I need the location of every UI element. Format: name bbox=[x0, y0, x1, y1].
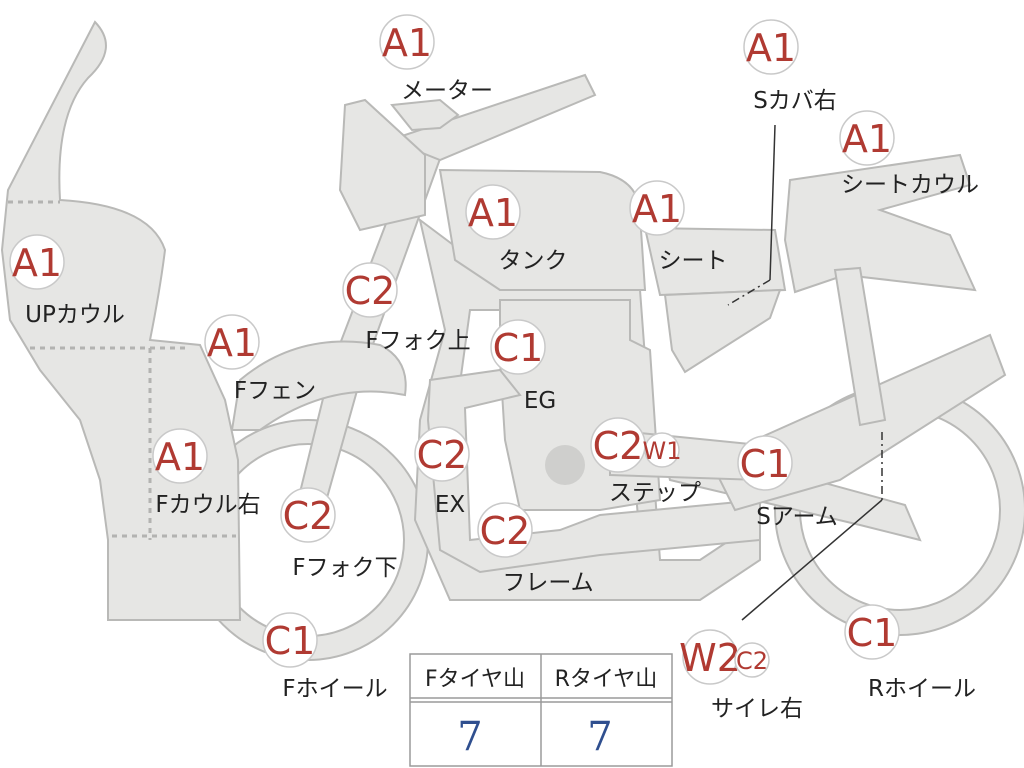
grade-badge-swing-arm: C1 bbox=[737, 435, 793, 491]
label-muffler-right: サイレ右 bbox=[711, 696, 803, 722]
front-fender-shape bbox=[230, 340, 407, 431]
tire-tread-table: Fタイヤ山 Rタイヤ山 7 7 bbox=[409, 653, 673, 767]
rear-strut-shape bbox=[833, 266, 887, 427]
grade-f-fork-lower: C2 bbox=[283, 494, 334, 538]
label-f-wheel: Fホイール bbox=[282, 676, 387, 702]
grade-s-cover-right: A1 bbox=[746, 26, 796, 70]
grade-engine: C1 bbox=[493, 326, 544, 370]
label-r-wheel: Rホイール bbox=[868, 676, 976, 702]
label-f-fork-upper: Fフォク上 bbox=[365, 328, 470, 354]
grade-f-fork-upper: C2 bbox=[345, 269, 396, 313]
grade-badge-f-wheel: C1 bbox=[262, 612, 318, 668]
grade-r-wheel: C1 bbox=[847, 611, 898, 655]
grade-step-secondary: W1 bbox=[643, 437, 682, 465]
grade-f-wheel: C1 bbox=[265, 619, 316, 663]
grade-seat-cowl: A1 bbox=[842, 117, 892, 161]
grade-f-cowl-right: A1 bbox=[155, 435, 205, 479]
grade-badge-s-cover-right: A1 bbox=[743, 19, 799, 75]
leader-lines bbox=[727, 124, 883, 621]
part-labels: UPカウル Fカウル右 Fフェン Fフォク上 Fフォク下 Fホイール メーター … bbox=[25, 78, 979, 722]
label-f-fender: Fフェン bbox=[234, 378, 316, 404]
label-frame: フレーム bbox=[502, 570, 593, 596]
label-exhaust: EX bbox=[435, 492, 466, 518]
grade-badge-seat-cowl: A1 bbox=[839, 110, 895, 166]
label-tank: タンク bbox=[499, 248, 568, 274]
exhaust-shape bbox=[426, 368, 761, 574]
grade-up-cowl: A1 bbox=[12, 241, 62, 285]
grade-step: C2 bbox=[593, 424, 644, 468]
label-swing-arm: Sアーム bbox=[756, 504, 838, 530]
label-f-fork-lower: Fフォク下 bbox=[292, 555, 397, 581]
label-seat-cowl: シートカウル bbox=[841, 172, 979, 198]
grade-badge-exhaust: C2 bbox=[414, 426, 470, 482]
label-step: ステップ bbox=[609, 480, 701, 506]
grade-badge-step: C2 W1 bbox=[590, 417, 682, 473]
headlight-shape bbox=[338, 98, 426, 232]
engine-cover bbox=[545, 445, 585, 485]
label-f-cowl-right: Fカウル右 bbox=[155, 492, 260, 518]
label-up-cowl: UPカウル bbox=[25, 302, 125, 328]
grade-exhaust: C2 bbox=[417, 433, 468, 477]
grade-badge-meter: A1 bbox=[379, 14, 435, 70]
grade-frame: C2 bbox=[480, 509, 531, 553]
grade-badges: A1 A1 A1 C2 C2 C1 A1 A1 bbox=[9, 14, 900, 685]
seat-shape bbox=[643, 226, 787, 297]
grade-badge-frame: C2 bbox=[477, 502, 533, 558]
label-engine: EG bbox=[524, 388, 556, 414]
grade-meter: A1 bbox=[382, 21, 432, 65]
tire-front-value: 7 bbox=[457, 714, 482, 760]
grade-seat: A1 bbox=[632, 187, 682, 231]
grade-badge-muffler-right: W2 C2 bbox=[679, 629, 770, 685]
grade-badge-f-cowl-right: A1 bbox=[152, 428, 208, 484]
tire-rear-header: Rタイヤ山 bbox=[555, 667, 658, 692]
side-cover-shape bbox=[663, 288, 782, 374]
grade-badge-tank: A1 bbox=[465, 184, 521, 240]
grade-badge-up-cowl: A1 bbox=[9, 234, 65, 290]
label-seat: シート bbox=[659, 248, 728, 274]
grade-badge-r-wheel: C1 bbox=[844, 604, 900, 660]
grade-f-fender: A1 bbox=[207, 321, 257, 365]
tire-rear-value: 7 bbox=[587, 714, 612, 760]
fairing-dots bbox=[8, 200, 236, 540]
grade-muffler-right: W2 bbox=[679, 636, 741, 680]
grade-badge-f-fork-lower: C2 bbox=[280, 487, 336, 543]
tire-front-header: Fタイヤ山 bbox=[425, 667, 525, 692]
grade-badge-f-fender: A1 bbox=[204, 314, 260, 370]
grade-badge-f-fork-upper: C2 bbox=[342, 262, 398, 318]
grade-swing-arm: C1 bbox=[740, 442, 791, 486]
meter-shape bbox=[390, 98, 460, 132]
seat-cowl-shape bbox=[783, 153, 977, 294]
label-meter: メーター bbox=[401, 78, 493, 104]
grade-badge-seat: A1 bbox=[629, 180, 685, 236]
grade-muffler-right-secondary: C2 bbox=[736, 647, 768, 675]
grade-badge-engine: C1 bbox=[490, 319, 546, 375]
grade-tank: A1 bbox=[468, 191, 518, 235]
label-s-cover-right: Sカバ右 bbox=[753, 88, 837, 114]
